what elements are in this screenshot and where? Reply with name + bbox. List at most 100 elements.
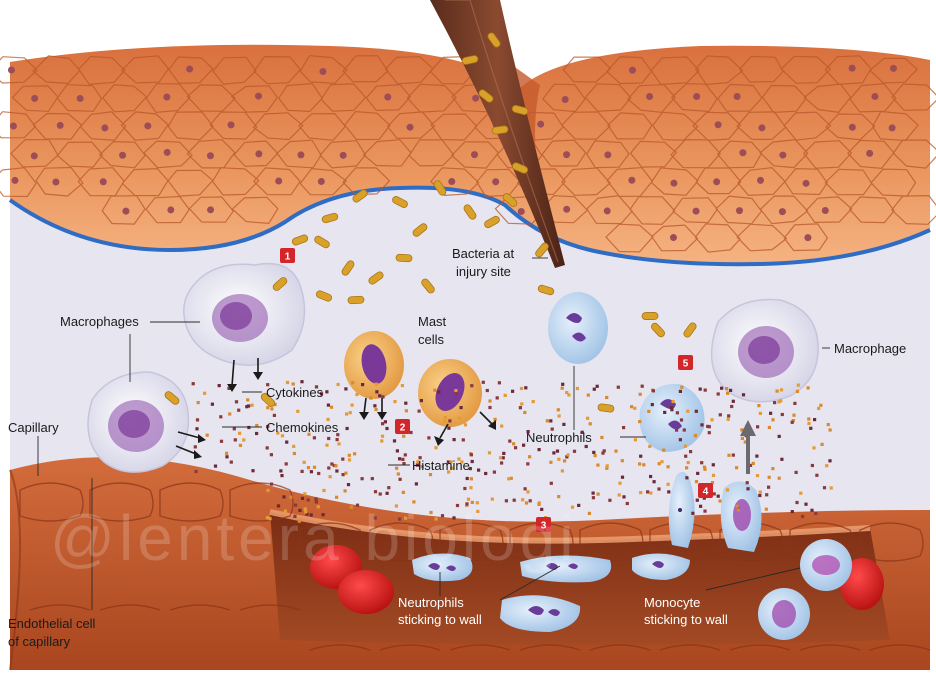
granule [815,474,818,477]
granule [737,508,740,511]
granule [621,459,624,462]
granule [735,466,738,469]
granule [667,465,670,468]
granule [460,406,463,409]
svg-text:4: 4 [703,487,709,498]
granule [523,411,526,414]
granule [342,473,345,476]
granule [386,492,389,495]
granule [589,422,592,425]
granule [828,459,831,462]
granule [653,480,656,483]
granule [550,482,553,485]
granule [638,420,641,423]
granule [484,472,487,475]
granule [596,385,599,388]
granule [710,418,713,421]
label-macrophages: Macrophages [60,314,139,329]
granule [196,418,199,421]
granule [344,472,347,475]
step-badge-2: 2 [395,419,410,434]
granule [378,394,381,397]
granule [313,466,316,469]
granule [195,427,198,430]
label-neutrophils-wall-line2: sticking to wall [398,612,482,627]
granule [270,483,273,486]
granule [730,405,733,408]
granule [270,407,273,410]
granule [344,387,347,390]
granule [712,474,715,477]
granule [647,410,650,413]
granule [374,490,377,493]
granule [477,469,480,472]
granule [194,445,197,448]
granule [622,495,625,498]
granule [444,416,447,419]
granule [680,386,683,389]
granule [266,406,269,409]
granule [239,444,242,447]
granule [322,489,325,492]
granule [491,498,494,501]
granule [448,419,451,422]
granule [427,436,430,439]
granule [242,438,245,441]
granule [663,411,666,414]
granule [758,494,761,497]
granule [573,450,576,453]
granule [827,423,830,426]
granule [725,387,728,390]
granule [429,473,432,476]
granule [809,427,812,430]
granule [746,481,749,484]
granule [519,406,522,409]
granule [752,462,755,465]
granule [455,392,458,395]
granule [234,438,237,441]
svg-text:1: 1 [285,252,291,263]
granule [807,386,810,389]
granule [462,438,465,441]
granule [652,389,655,392]
granule [470,384,473,387]
granule [617,386,620,389]
granule [346,427,349,430]
granule [327,437,330,440]
granule [679,390,682,393]
granule [618,493,621,496]
granule [684,455,687,458]
granule [482,381,485,384]
granule [347,483,350,486]
granule [773,401,776,404]
granule [526,462,529,465]
granule [433,389,436,392]
label-endothelial-line1: Endothelial cell [8,616,96,631]
granule [672,400,675,403]
granule [402,435,405,438]
granule [211,403,214,406]
granule [807,422,810,425]
granule [375,390,378,393]
granule [285,441,288,444]
granule [361,383,364,386]
granule [355,393,358,396]
granule [768,476,771,479]
granule [630,405,633,408]
granule [395,467,398,470]
granule [464,423,467,426]
granule [558,414,561,417]
granule [588,512,591,515]
granule [804,503,807,506]
granule [443,420,446,423]
label-chemokines: Chemokines [266,420,339,435]
granule [561,387,564,390]
granule [660,460,663,463]
granule [799,492,802,495]
granule [532,400,535,403]
granule [325,444,328,447]
granule [649,475,652,478]
granule [713,492,716,495]
granule [266,446,269,449]
granule [592,492,595,495]
